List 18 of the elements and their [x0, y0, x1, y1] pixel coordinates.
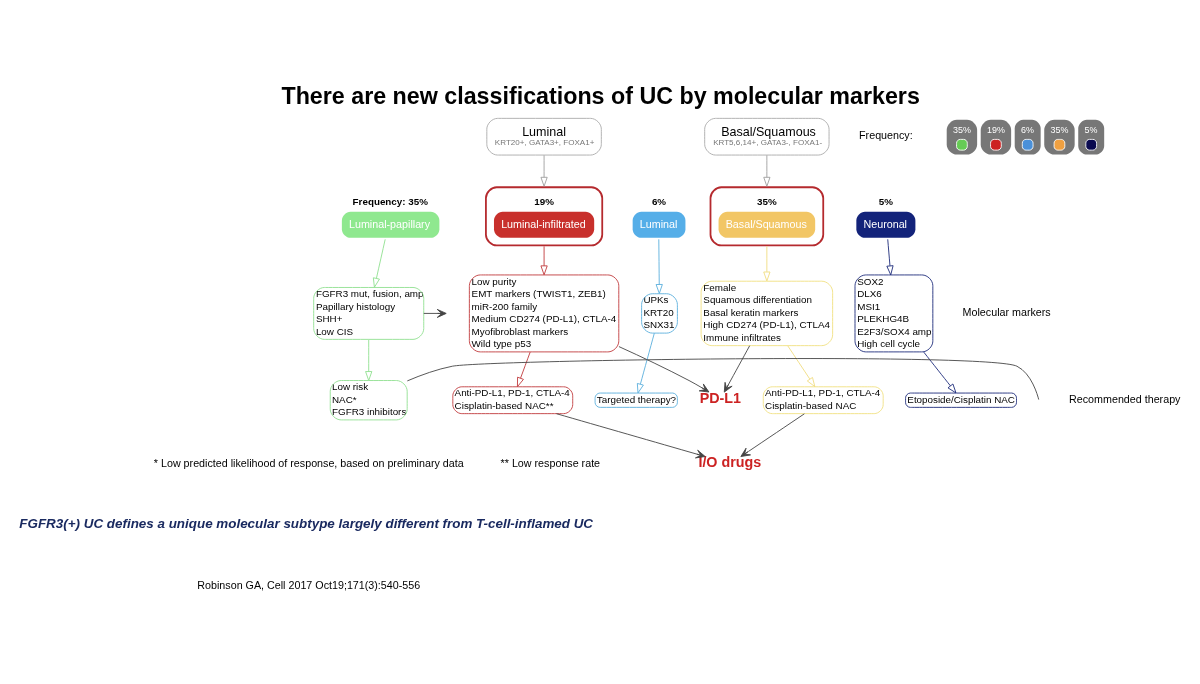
caption: FGFR3(+) UC defines a unique molecular subtype largely different from T-cell-inflamed UC	[19, 515, 594, 531]
legend-label: 5%	[1084, 124, 1098, 135]
node-text: PD-L1	[699, 389, 742, 406]
label: ** Low response rate	[500, 456, 601, 469]
label: Frequency:	[859, 128, 913, 141]
diagram-title: There are new classifications of UC by molecular markers	[281, 82, 920, 109]
legend-label: 6%	[1020, 124, 1034, 135]
node-label: 6%	[651, 195, 667, 207]
legend-label: 35%	[1050, 124, 1069, 135]
label: Robinson GA, Cell 2017 Oct19;171(3):540-556	[197, 578, 421, 591]
label: Recommended therapy	[1069, 392, 1181, 405]
legend-label: 19%	[986, 124, 1005, 135]
node-label: 5%	[878, 195, 893, 207]
label: Molecular markers	[962, 305, 1051, 318]
node-label: Frequency: 35%	[352, 195, 428, 207]
label: * Low predicted likelihood of response, based on preliminary data	[153, 456, 464, 469]
legend-label: 35%	[952, 124, 971, 135]
node-text: I/O drugs	[698, 453, 762, 470]
